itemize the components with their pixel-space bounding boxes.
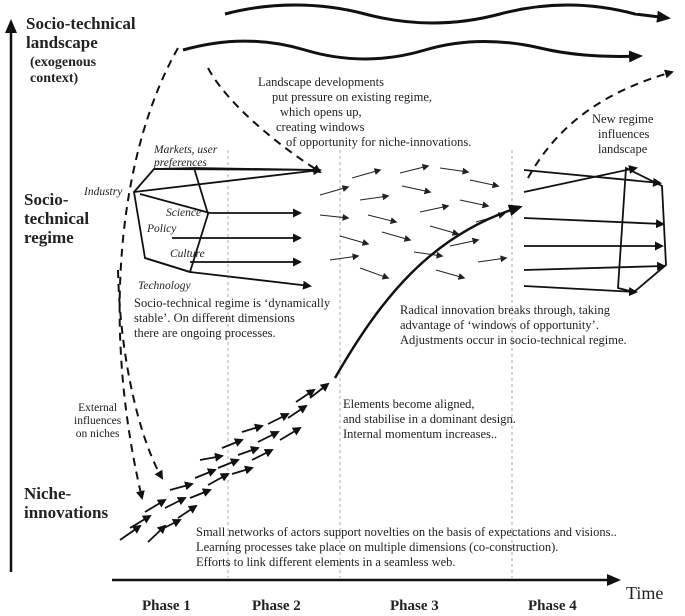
annotation-regime-stable: Socio-technical regime is ‘dynamically s…	[134, 296, 330, 341]
bt-line1: Radical innovation breaks through, takin…	[400, 303, 611, 317]
level-landscape-sub: (exogenous context)	[30, 55, 96, 87]
dim-culture: Culture	[170, 248, 205, 260]
rs-line2: stable’. On different dimensions	[134, 311, 295, 325]
regime-line2: technical	[24, 209, 90, 228]
landscape-sub-line1: (exogenous	[30, 55, 97, 70]
dim-science: Science	[166, 207, 202, 219]
annotation-landscape-pressure: Landscape developments put pressure on e…	[252, 75, 502, 150]
lp-line4: creating windows	[276, 120, 365, 134]
level-landscape-line1: Socio-technical	[26, 14, 136, 33]
phase-2-label: Phase 2	[252, 598, 301, 614]
level-landscape-line2: landscape	[26, 33, 98, 52]
landscape-arrows	[182, 3, 671, 63]
regime-line1: Socio-	[24, 190, 69, 209]
nn-line2: Learning processes take place on multipl…	[196, 540, 559, 554]
breakthrough-trajectory	[333, 204, 523, 379]
lp-line5: of opportunity for niche-innovations.	[286, 135, 472, 149]
lp-line1: Landscape developments	[258, 75, 384, 89]
al-line2: and stabilise in a dominant design.	[343, 412, 516, 426]
regime-scatter-arrows	[319, 163, 508, 280]
al-line1: Elements become aligned,	[343, 397, 475, 411]
niche-line2: innovations	[24, 503, 109, 522]
rs-line1: Socio-technical regime is ‘dynamically	[134, 296, 331, 310]
phase-dividers	[227, 150, 513, 578]
dim-technology: Technology	[138, 280, 191, 292]
nn-line1: Small networks of actors support novelti…	[196, 525, 617, 539]
regime-shape-left	[133, 166, 322, 290]
phase-4-label: Phase 4	[528, 598, 577, 614]
regime-line3: regime	[24, 228, 74, 247]
annotation-breakthrough: Radical innovation breaks through, takin…	[400, 303, 627, 348]
annotation-niche-networks: Small networks of actors support novelti…	[196, 525, 617, 570]
time-axis-label: Time	[626, 583, 664, 603]
dim-markets-line2: preferences	[154, 157, 207, 169]
lp-line3: which opens up,	[280, 105, 362, 119]
nn-line3: Efforts to link different elements in a …	[196, 555, 456, 569]
lp-line2: put pressure on existing regime,	[272, 90, 433, 104]
ext-line1: External	[78, 402, 118, 414]
phase-3-label: Phase 3	[390, 598, 439, 614]
niche-line1: Niche-	[24, 484, 72, 503]
bt-line2: advantage of ‘windows of opportunity’.	[400, 318, 599, 332]
nr-line2: influences	[598, 127, 650, 141]
level-landscape-label: Socio-technical landscape	[26, 14, 136, 52]
dashed-arrows	[117, 47, 674, 500]
rs-line3: there are ongoing processes.	[134, 326, 276, 340]
regime-shape-right	[523, 165, 667, 297]
science-divider	[137, 199, 209, 215]
phase-1-label: Phase 1	[142, 598, 191, 614]
bt-line3: Adjustments occur in socio-technical reg…	[400, 333, 627, 347]
dim-policy: Policy	[147, 223, 177, 235]
annotation-new-regime: New regime influences landscape	[592, 112, 653, 157]
al-line3: Internal momentum increases..	[343, 427, 498, 441]
nr-line3: landscape	[598, 142, 648, 156]
annotation-aligned: Elements become aligned, and stabilise i…	[343, 397, 516, 442]
niche-arrows	[119, 382, 330, 543]
level-niche-label: Niche- innovations	[24, 484, 108, 522]
annotation-external: External influences on niches	[74, 402, 121, 441]
ext-line3: on niches	[75, 428, 120, 440]
level-regime-label: Socio- technical regime	[24, 190, 89, 247]
dim-markets-line1: Markets, user	[154, 144, 218, 156]
nr-line1: New regime	[592, 112, 654, 126]
landscape-sub-line2: context)	[30, 71, 79, 86]
dim-markets: Markets, user preferences	[154, 144, 217, 170]
dim-industry: Industry	[84, 186, 123, 198]
ext-line2: influences	[74, 415, 122, 427]
